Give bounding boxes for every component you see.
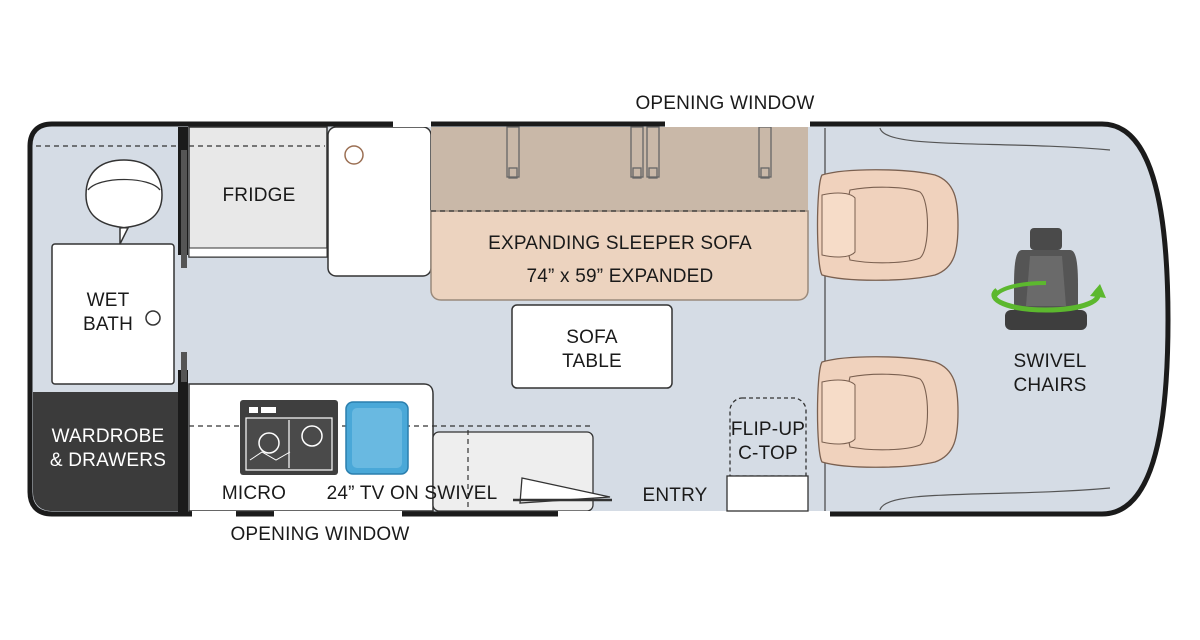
wardrobe-label: WARDROBE& DRAWERS <box>49 426 167 471</box>
armchair-icon <box>816 169 959 281</box>
fridge-label: FRIDGE <box>222 185 296 206</box>
micro-label: MICRO <box>221 483 287 504</box>
sofa-seat <box>430 210 809 301</box>
cab-dash-bottom <box>879 487 1111 511</box>
opening-window-bottom-label: OPENING WINDOW <box>230 524 410 545</box>
shower-pan <box>51 243 175 385</box>
bottom-window-1 <box>192 511 236 517</box>
cab-dash-top <box>879 127 1111 151</box>
top-window-2 <box>665 121 810 127</box>
entry-label: ENTRY <box>642 485 708 506</box>
sofa-back <box>431 127 808 211</box>
toilet-icon <box>85 159 163 245</box>
entry-opening <box>558 511 830 517</box>
sofa-table <box>511 304 673 389</box>
drain-icon <box>145 310 161 326</box>
opening-window-top-label: OPENING WINDOW <box>635 93 815 114</box>
cabinet-knob-icon <box>344 145 364 165</box>
armchair-icon <box>816 356 959 468</box>
sink-highlight <box>352 408 402 468</box>
swivel-seat-icon <box>991 228 1106 330</box>
top-window-1 <box>393 121 431 127</box>
bath-door-jamb-top <box>181 150 187 268</box>
bath-wall-bottom <box>178 370 188 512</box>
c-top-base <box>726 475 809 512</box>
bath-door-jamb-bottom <box>181 352 187 382</box>
seatbelt-icon <box>506 126 772 179</box>
fridge-base <box>188 247 328 258</box>
bottom-window-2 <box>274 511 402 517</box>
upper-cabinet <box>327 126 432 277</box>
wardrobe <box>33 392 178 511</box>
tv-label: 24” TV ON SWIVEL <box>326 483 498 504</box>
cooktop-icon <box>240 400 338 475</box>
